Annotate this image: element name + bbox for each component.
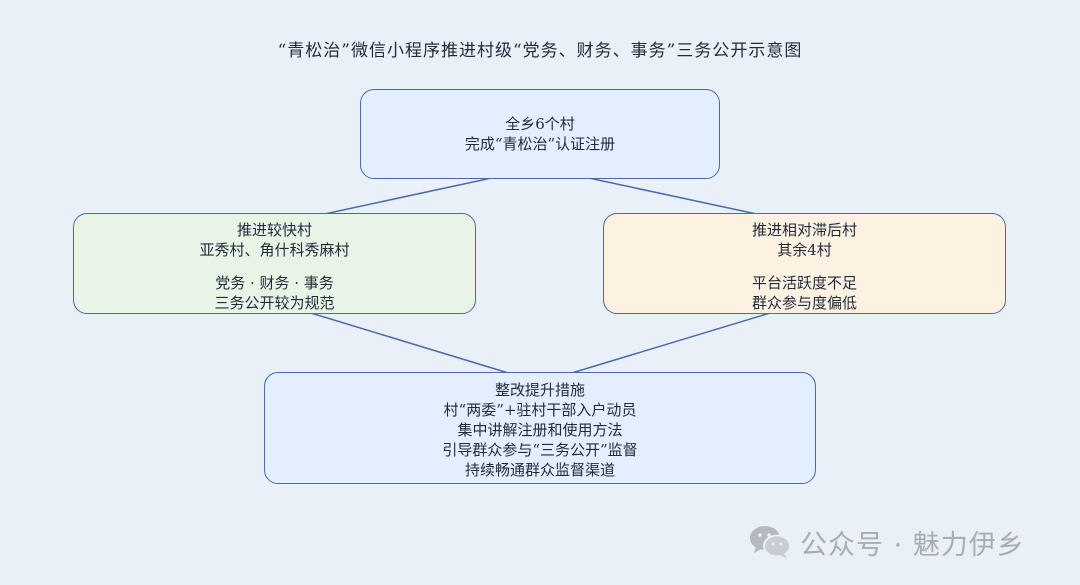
node-improvement-measures-line5: 持续畅通群众监督渠道 <box>464 461 615 479</box>
node-all-villages-line1: 全乡6个村 <box>505 115 575 133</box>
node-fast-villages-line4: 三务公开较为规范 <box>214 294 335 312</box>
node-lagging-villages-line2: 其余4村 <box>777 241 832 259</box>
node-improvement-measures: 整改提升措施 村“两委”+驻村干部入户动员 集中讲解注册和使用方法 引导群众参与… <box>264 372 816 484</box>
node-fast-villages: 推进较快村 亚秀村、角什科秀麻村 党务 · 财务 · 事务 三务公开较为规范 <box>73 213 476 314</box>
node-lagging-villages-line4: 群众参与度偏低 <box>751 294 857 312</box>
node-fast-villages-line3: 党务 · 财务 · 事务 <box>215 274 334 292</box>
node-all-villages-line2: 完成“青松治”认证注册 <box>464 135 616 153</box>
wechat-icon <box>750 526 791 559</box>
diagram-title: “青松治”微信小程序推进村级“党务、财务、事务”三务公开示意图 <box>277 41 803 61</box>
node-improvement-measures-line2: 村“两委”+驻村干部入户动员 <box>443 401 637 419</box>
node-lagging-villages-line1: 推进相对滞后村 <box>751 221 857 239</box>
node-improvement-measures-line1: 整改提升措施 <box>494 381 585 399</box>
node-improvement-measures-line3: 集中讲解注册和使用方法 <box>457 421 623 439</box>
node-all-villages: 全乡6个村 完成“青松治”认证注册 <box>360 89 720 179</box>
node-lagging-villages-line3: 平台活跃度不足 <box>751 274 857 292</box>
arrow-right-to-bottom <box>542 302 804 382</box>
watermark: 公众号 · 魅力伊乡 <box>748 522 1025 562</box>
node-fast-villages-line2: 亚秀村、角什科秀麻村 <box>199 241 350 259</box>
node-improvement-measures-line4: 引导群众参与“三务公开”监督 <box>442 441 638 459</box>
node-fast-villages-line1: 推进较快村 <box>236 221 312 239</box>
watermark-text: 公众号 · 魅力伊乡 <box>800 529 1025 561</box>
arrow-left-to-bottom <box>277 302 538 382</box>
node-lagging-villages: 推进相对滞后村 其余4村 平台活跃度不足 群众参与度偏低 <box>603 213 1006 314</box>
